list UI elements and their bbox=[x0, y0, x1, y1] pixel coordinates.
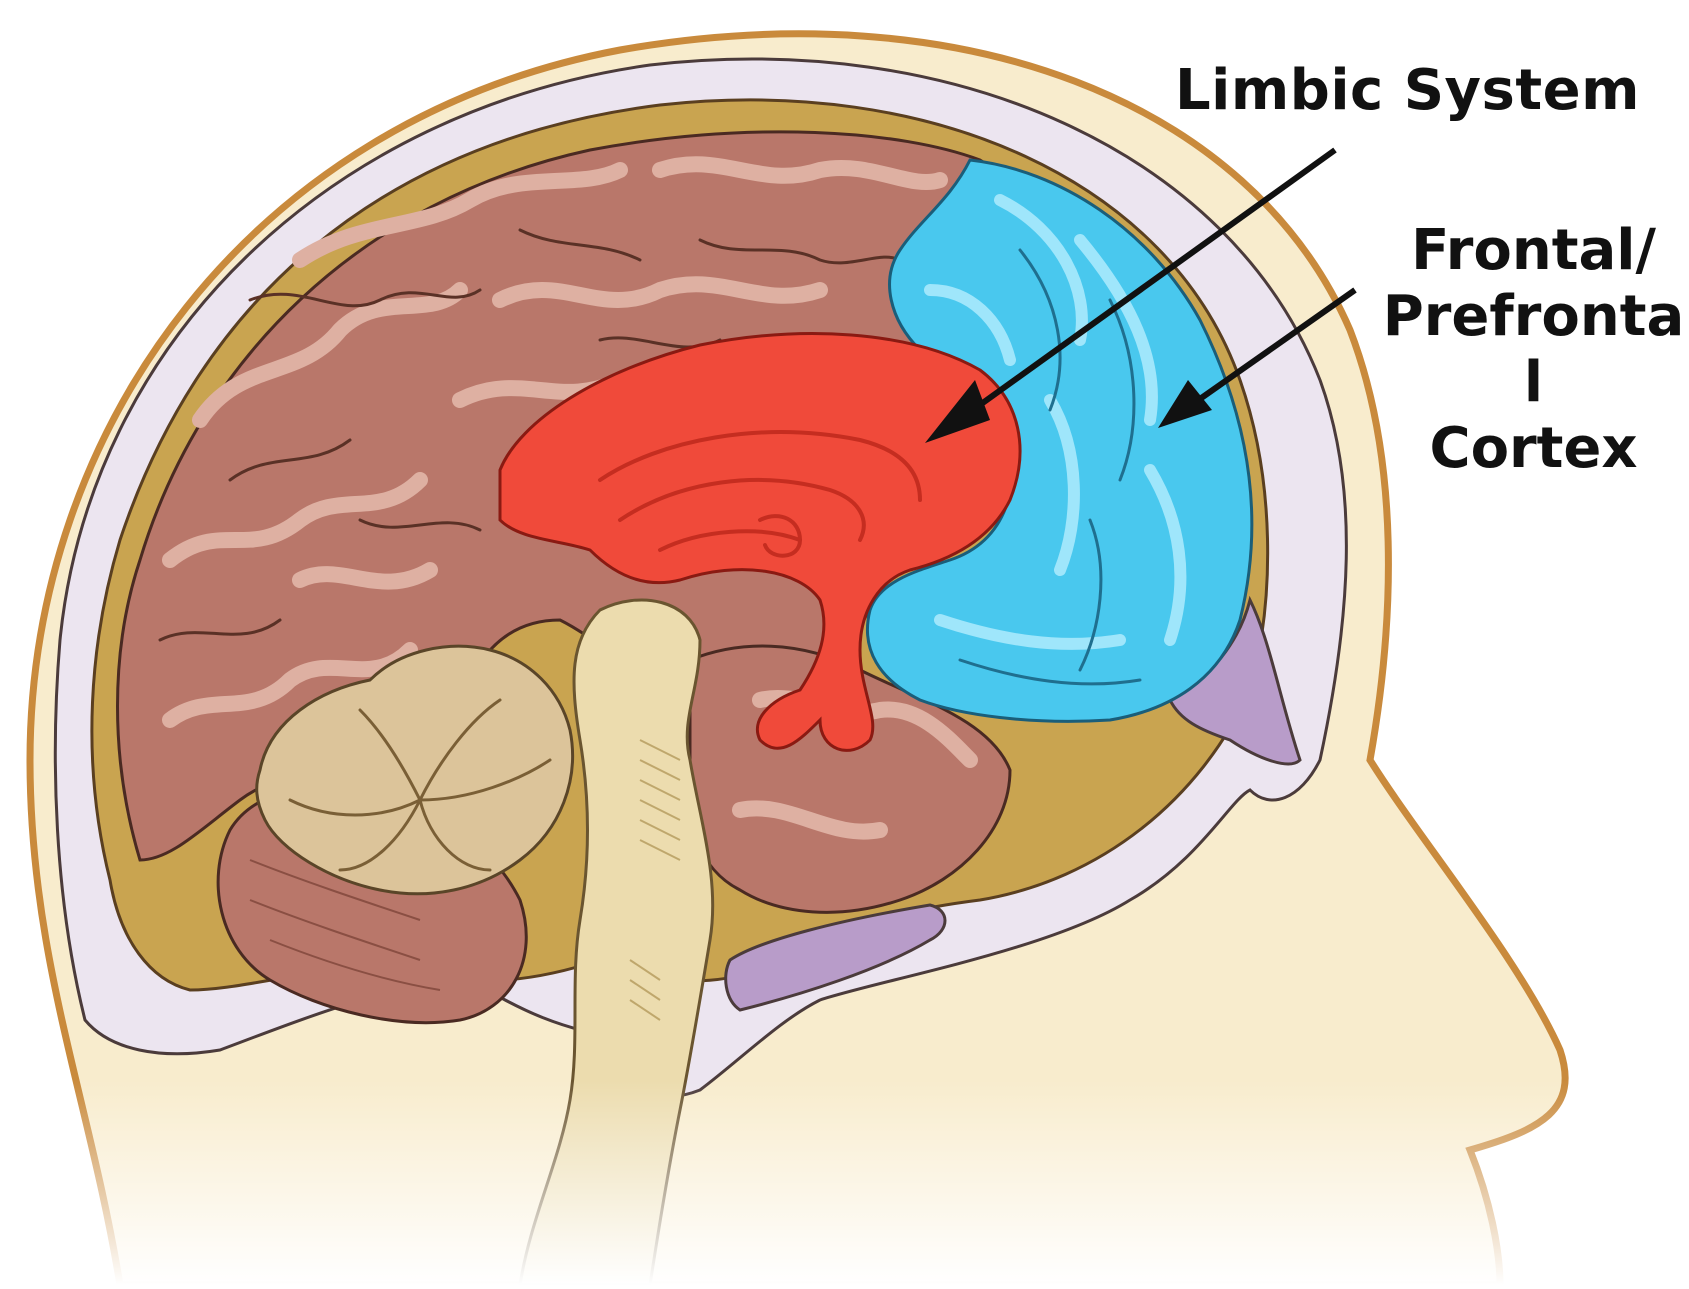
frontal-label-line-1: Frontal/ bbox=[1378, 218, 1689, 284]
limbic-system-label: Limbic System bbox=[1175, 58, 1640, 123]
frontal-label-line-2: Prefronta bbox=[1378, 284, 1689, 350]
frontal-prefrontal-cortex-label: Frontal/ Prefronta l Cortex bbox=[1378, 218, 1689, 482]
frontal-label-line-4: Cortex bbox=[1378, 416, 1689, 482]
bottom-fade bbox=[0, 1080, 1689, 1285]
frontal-label-line-3: l bbox=[1378, 350, 1689, 416]
